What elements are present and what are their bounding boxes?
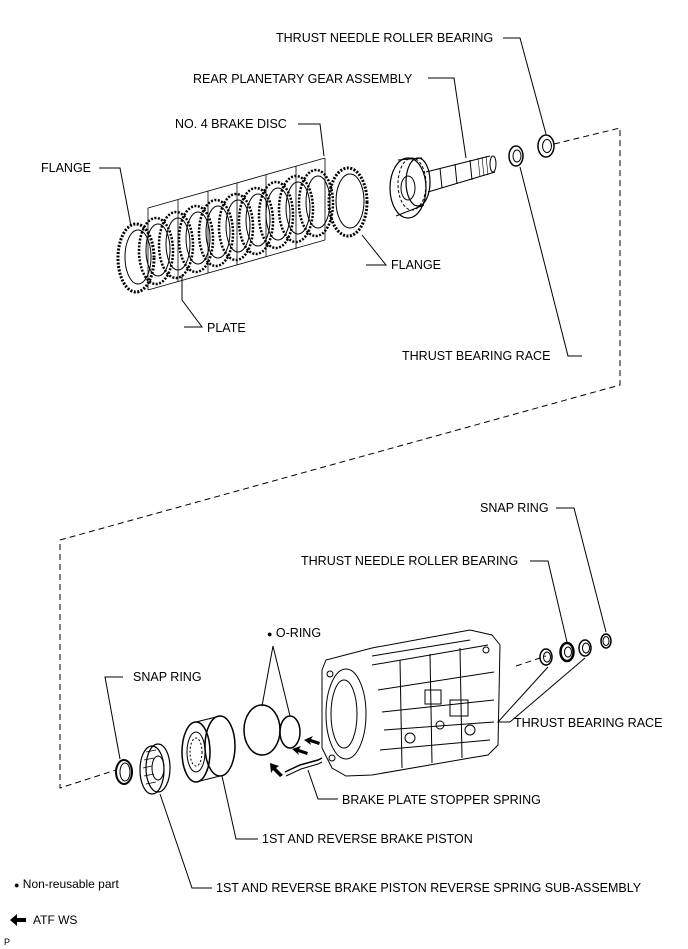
disc-stack-outline [147, 157, 326, 291]
atf-arrow-icon [270, 763, 283, 777]
atf-legend-arrow-icon [10, 914, 26, 926]
brake-plate-stopper-spring-drawing [284, 757, 323, 777]
label-snap-ring-left: SNAP RING [133, 670, 202, 684]
flange-right-ring [327, 166, 369, 238]
thrust-bearing-race-bottom-ring-2 [578, 639, 592, 657]
snap-ring-right-ring [600, 633, 612, 649]
label-1st-and-reverse-brake-piston: 1ST AND REVERSE BRAKE PISTON [262, 832, 473, 846]
plate-ring-3 [217, 192, 255, 262]
snap-ring-left-ring [115, 759, 133, 785]
label-thrust-bearing-race-top: THRUST BEARING RACE [402, 349, 551, 363]
disc-ring-2 [197, 198, 235, 268]
brake-disc-stack [116, 166, 369, 294]
label-flange-right: FLANGE [391, 258, 442, 272]
plate-ring-4 [257, 180, 295, 250]
thrust-bearing-race-top-ring [508, 145, 524, 167]
label-rear-planetary-gear-assembly: REAR PLANETARY GEAR ASSEMBLY [193, 72, 413, 86]
flange-left-ring [116, 222, 156, 294]
leader-lines-bottom [104, 507, 607, 889]
o-ring-small [279, 715, 301, 749]
transmission-case-drawing [321, 629, 501, 777]
disc-ring-3 [237, 186, 275, 256]
thrust-needle-bearing-bottom-ring [559, 641, 575, 663]
thrust-bearing-race-bottom-ring-1 [539, 648, 553, 666]
label-snap-ring-right: SNAP RING [480, 501, 549, 515]
leader-lines-top [99, 37, 582, 357]
legend-non-reusable: ● Non-reusable part [14, 877, 119, 891]
label-thrust-needle-roller-bearing-bottom: THRUST NEEDLE ROLLER BEARING [301, 554, 519, 568]
disc-ring-1 [157, 210, 195, 280]
label-thrust-needle-roller-bearing-top: THRUST NEEDLE ROLLER BEARING [276, 31, 494, 45]
label-plate: PLATE [207, 321, 246, 335]
reverse-spring-subassembly-drawing [139, 743, 171, 795]
legend-bullet-icon: ● [14, 880, 20, 890]
legend-atf-ws: ATF WS [33, 913, 78, 927]
o-ring-large [243, 704, 281, 756]
non-reusable-bullet-icon: ● [267, 629, 273, 639]
atf-arrow-icons [10, 736, 320, 926]
label-no4-brake-disc: NO. 4 BRAKE DISC [175, 117, 287, 131]
brake-piston-drawing [181, 715, 236, 783]
plate-ring-1 [137, 216, 175, 286]
thrust-needle-bearing-top-ring [537, 134, 555, 158]
label-flange-left: FLANGE [41, 161, 92, 175]
atf-arrow-icon [292, 746, 308, 755]
label-o-ring: ● O-RING [267, 626, 322, 640]
label-reverse-spring-subassembly: 1ST AND REVERSE BRAKE PISTON REVERSE SPR… [216, 881, 642, 895]
atf-arrow-icon [304, 736, 320, 745]
label-thrust-bearing-race-bottom: THRUST BEARING RACE [514, 716, 663, 730]
label-brake-plate-stopper-spring: BRAKE PLATE STOPPER SPRING [342, 793, 541, 807]
rear-planetary-gear-assembly [389, 155, 497, 219]
disc-ring-4 [277, 174, 315, 244]
assembly-dashed-line [59, 127, 621, 789]
plate-ring-2 [177, 204, 215, 274]
corner-code: P [4, 937, 11, 947]
